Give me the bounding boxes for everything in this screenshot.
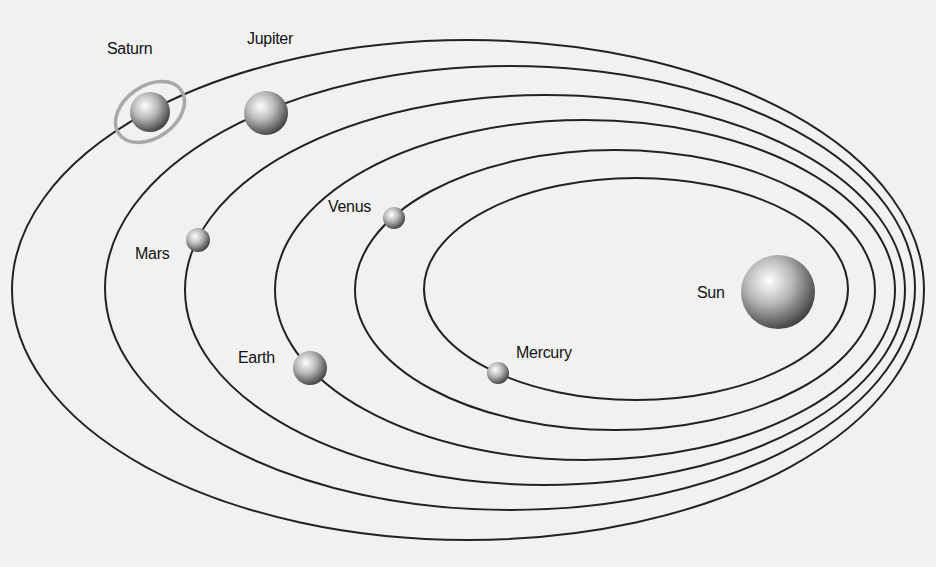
saturn-planet	[130, 92, 170, 132]
mercury-orbit	[424, 178, 848, 400]
planet-label: Saturn	[107, 40, 152, 58]
earth-orbit	[275, 120, 895, 460]
sun-star	[741, 255, 815, 329]
jupiter-planet	[244, 91, 288, 135]
planet-label: Mercury	[516, 344, 572, 362]
mercury-planet	[487, 362, 509, 384]
planet-label: Earth	[238, 349, 275, 367]
mars-planet	[186, 228, 210, 252]
orbit-lines	[12, 40, 924, 540]
mars-orbit	[185, 95, 905, 485]
saturn-ring	[104, 69, 196, 155]
planet-label: Jupiter	[247, 30, 293, 48]
planets	[104, 69, 815, 385]
planet-label: Sun	[697, 284, 725, 302]
earth-planet	[293, 351, 327, 385]
planet-label: Mars	[135, 245, 169, 263]
planet-label: Venus	[328, 198, 371, 216]
saturn-orbit	[12, 40, 924, 540]
jupiter-orbit	[105, 66, 915, 510]
venus-orbit	[355, 150, 875, 430]
venus-planet	[383, 207, 405, 229]
